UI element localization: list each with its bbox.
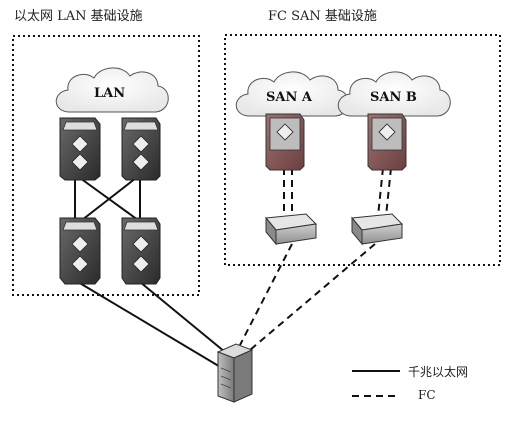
lan-cloud-label: LAN [94, 86, 126, 101]
lan-core-switch-left [59, 117, 101, 181]
san-b-director [367, 113, 407, 171]
san-group-title: FC SAN 基础设施 [268, 9, 377, 24]
san-a-director [265, 113, 305, 171]
san-a-cloud [235, 71, 349, 117]
san-b-cloud [337, 71, 451, 117]
fc-links [239, 167, 392, 351]
legend-ethernet-label: 千兆以太网 [408, 365, 469, 379]
ethernet-links [74, 177, 226, 369]
server [216, 343, 254, 403]
san-b-cloud-label: SAN B [370, 90, 417, 105]
legend-fc-label: FC [418, 388, 436, 402]
lan-cloud [55, 67, 169, 113]
lan-group-box [12, 35, 200, 296]
san-a-cloud-label: SAN A [266, 90, 312, 105]
lan-access-switch-left [59, 217, 101, 285]
lan-core-switch-right [121, 117, 161, 181]
fc-switch-b [351, 213, 404, 246]
san-group-box [224, 34, 501, 266]
fc-switch-a [265, 213, 318, 246]
lan-access-switch-right [121, 217, 161, 285]
lan-group-title: 以太网 LAN 基础设施 [14, 9, 143, 24]
